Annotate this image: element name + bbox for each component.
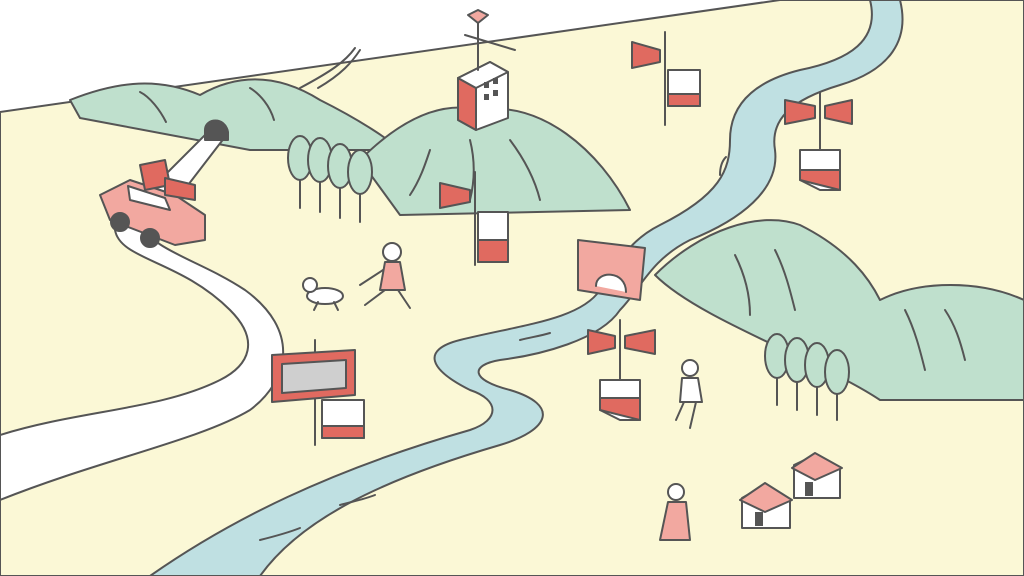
person-icon	[659, 483, 691, 541]
house-icon	[739, 482, 793, 529]
person-icon	[675, 359, 703, 429]
person-walking-dog	[302, 242, 411, 311]
antenna-building-icon	[457, 9, 516, 131]
outdoor-loudspeaker-pole-icon	[439, 171, 509, 266]
house-icon	[791, 452, 843, 499]
tree-group-left	[287, 135, 373, 223]
tunnel-icon	[204, 119, 229, 141]
outdoor-loudspeaker-pole-icon	[587, 319, 656, 421]
car-with-loudspeaker-icon	[99, 159, 206, 248]
right-hill	[654, 219, 1024, 401]
bridge-icon	[577, 239, 646, 301]
outdoor-loudspeaker-pole-icon	[631, 31, 701, 126]
information-board-icon	[271, 339, 365, 446]
tree-group-right	[764, 333, 850, 421]
river	[149, 0, 904, 576]
outdoor-loudspeaker-pole-icon	[784, 91, 853, 191]
dog-icon	[302, 277, 344, 311]
